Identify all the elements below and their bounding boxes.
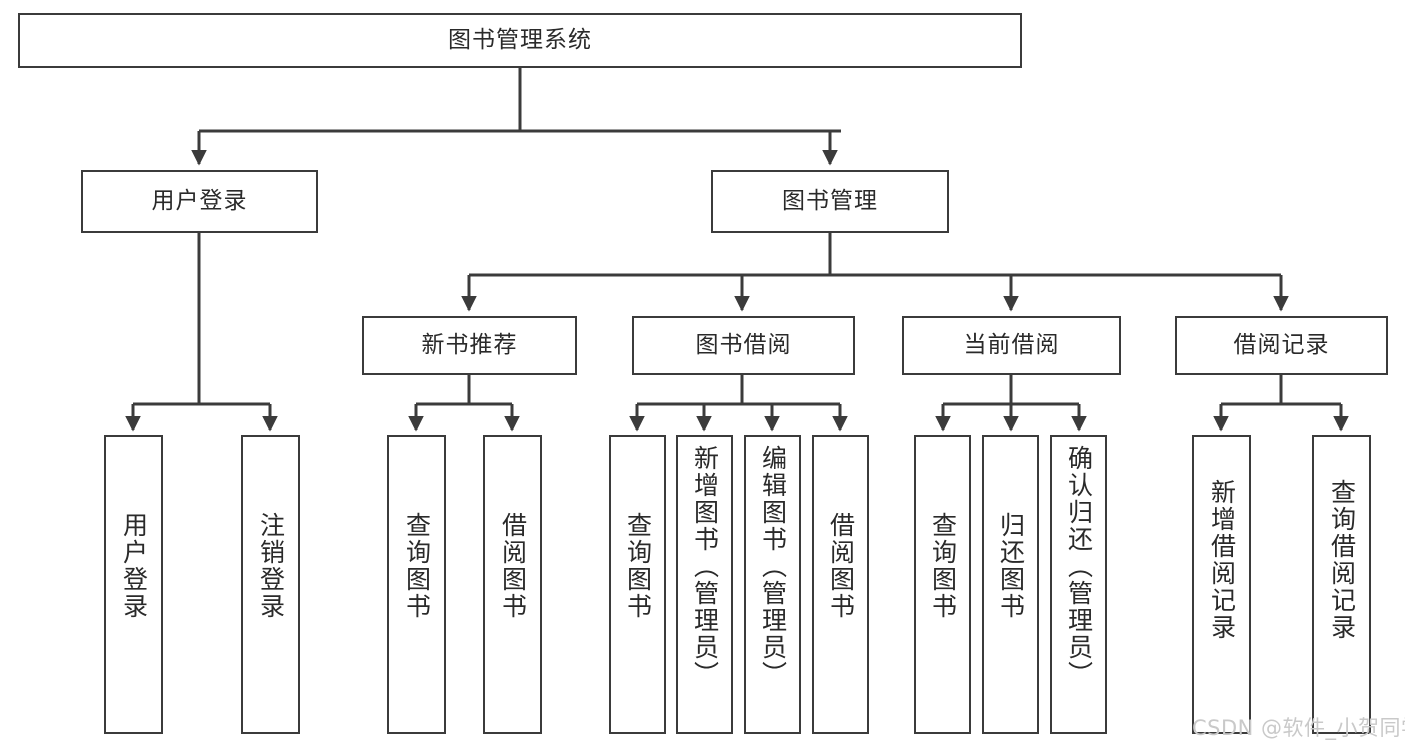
node-label: 借阅记录	[1233, 332, 1330, 358]
node-leaf-query-borrow-record[interactable]: 查询借阅记录	[1312, 435, 1371, 734]
node-leaf-borrow-book-recommend[interactable]: 借阅图书	[483, 435, 542, 734]
node-label: 当前借阅	[963, 332, 1060, 358]
node-leaf-logout[interactable]: 注销登录	[241, 435, 300, 734]
node-leaf-query-book-recommend[interactable]: 查询图书	[387, 435, 446, 734]
node-new-book-recommend[interactable]: 新书推荐	[362, 316, 577, 375]
node-label: 借阅图书	[826, 512, 856, 620]
node-label: 图书管理系统	[448, 27, 592, 53]
node-book-borrow[interactable]: 图书借阅	[632, 316, 855, 375]
node-label: 查询图书	[402, 512, 432, 620]
node-label: 查询借阅记录	[1327, 479, 1357, 641]
node-borrow-record[interactable]: 借阅记录	[1175, 316, 1388, 375]
node-label: 新增图书（管理员）	[690, 445, 720, 688]
node-label: 新书推荐	[421, 332, 518, 358]
node-label: 查询图书	[928, 512, 958, 620]
node-label: 图书借阅	[695, 332, 792, 358]
node-label: 图书管理	[782, 188, 878, 214]
node-leaf-query-book-current[interactable]: 查询图书	[914, 435, 971, 734]
node-label: 确认归还（管理员）	[1064, 445, 1094, 688]
node-leaf-confirm-return-admin[interactable]: 确认归还（管理员）	[1050, 435, 1107, 734]
node-user-login[interactable]: 用户登录	[81, 170, 318, 233]
node-leaf-borrow-book[interactable]: 借阅图书	[812, 435, 869, 734]
node-label: 注销登录	[256, 512, 286, 620]
node-leaf-return-book[interactable]: 归还图书	[982, 435, 1039, 734]
node-leaf-add-borrow-record[interactable]: 新增借阅记录	[1192, 435, 1251, 734]
node-label: 用户登录	[119, 512, 149, 620]
node-leaf-user-login[interactable]: 用户登录	[104, 435, 163, 734]
node-leaf-add-book-admin[interactable]: 新增图书（管理员）	[676, 435, 733, 734]
node-label: 用户登录	[151, 188, 248, 214]
node-label: 查询图书	[623, 512, 653, 620]
node-book-management[interactable]: 图书管理	[711, 170, 949, 233]
node-label: 编辑图书（管理员）	[758, 445, 788, 688]
node-label: 归还图书	[996, 512, 1026, 620]
csdn-watermark: CSDN @软件_小贺同学	[1192, 716, 1405, 740]
node-label: 新增借阅记录	[1207, 479, 1237, 641]
node-current-borrow[interactable]: 当前借阅	[902, 316, 1121, 375]
node-leaf-edit-book-admin[interactable]: 编辑图书（管理员）	[744, 435, 801, 734]
node-label: 借阅图书	[498, 512, 528, 620]
node-leaf-query-book-borrow[interactable]: 查询图书	[609, 435, 666, 734]
node-root-system[interactable]: 图书管理系统	[18, 13, 1022, 68]
